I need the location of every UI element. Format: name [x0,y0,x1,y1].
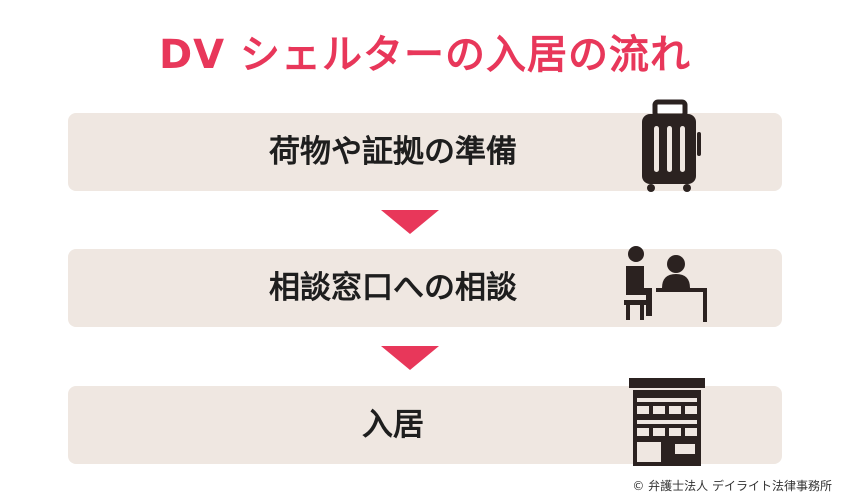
flow-arrow-1 [381,210,439,234]
step-1-label: 荷物や証拠の準備 [269,134,517,170]
step-2-label: 相談窓口への相談 [269,270,517,306]
copyright-credit: © 弁護士法人 デイライト法律事務所 [632,479,832,493]
flow-arrow-2 [381,346,439,370]
step-1-box: 荷物や証拠の準備 [68,99,782,192]
step-3-label: 入居 [362,407,424,443]
diagram-title: DV シェルターの入居の流れ [158,32,692,78]
step-3-box: 入居 [68,378,782,466]
apartment-building-icon [629,378,705,466]
step-2-box: 相談窓口への相談 [68,246,782,327]
consultation-icon [624,246,707,322]
suitcase-icon [642,99,701,192]
